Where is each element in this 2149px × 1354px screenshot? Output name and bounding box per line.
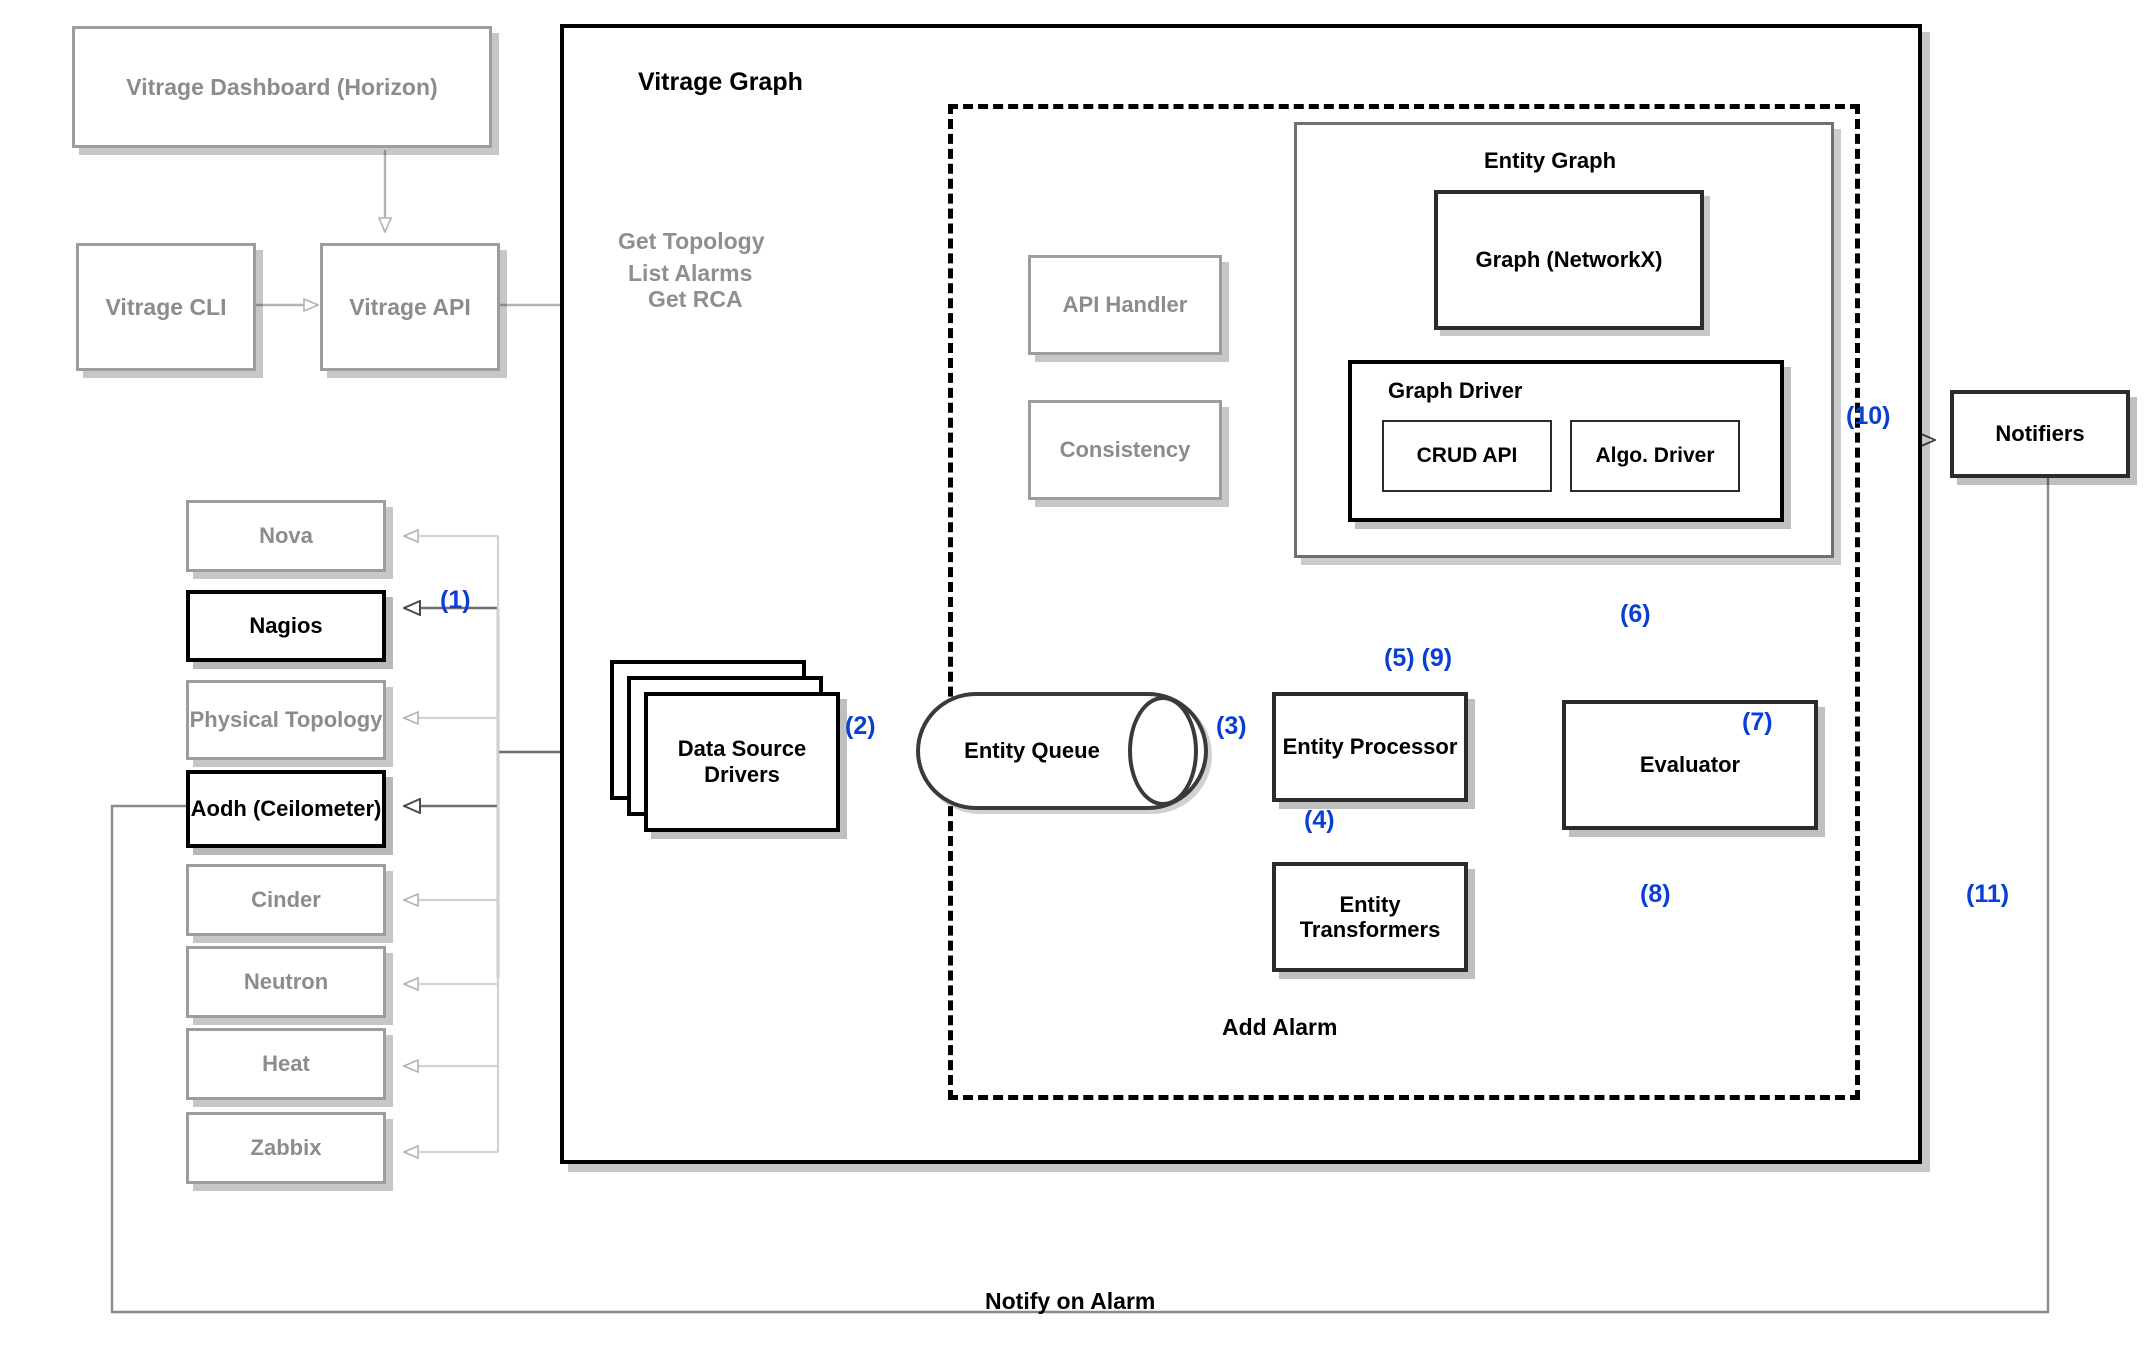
vitrage-cli-label: Vitrage CLI [105, 293, 227, 320]
add-alarm-label: Add Alarm [1222, 1014, 1338, 1040]
vitrage-api-label: Vitrage API [349, 293, 471, 320]
entity-transformers-label: Entity Transformers [1299, 891, 1441, 942]
data-source-drivers-stack[interactable]: Data Source Drivers [610, 660, 840, 840]
evaluator-label: Evaluator [1639, 752, 1741, 778]
algo-driver-label: Algo. Driver [1595, 443, 1715, 467]
consistency-box[interactable]: Consistency [1028, 400, 1222, 500]
vitrage-api-box[interactable]: Vitrage API [320, 243, 500, 371]
datasource-nova-label: Nova [259, 523, 313, 549]
datasource-physical-topology-label: Physical Topology [189, 707, 383, 733]
step-label-3: (3) [1216, 712, 1247, 740]
algo-driver-box[interactable]: Algo. Driver [1570, 420, 1740, 492]
entity-queue-label: Entity Queue [964, 738, 1100, 763]
step-label-10: (10) [1846, 402, 1891, 430]
vitrage-cli-box[interactable]: Vitrage CLI [76, 243, 256, 371]
api-call-get-rca: Get RCA [648, 286, 743, 312]
entity-queue-cap [1128, 696, 1198, 806]
entity-queue-cylinder[interactable]: Entity Queue [916, 692, 1208, 810]
datasource-aodh-label: Aodh (Ceilometer) [190, 796, 382, 822]
step-label-1: (1) [440, 586, 471, 614]
step-label-7: (7) [1742, 708, 1773, 736]
graph-driver-title: Graph Driver [1388, 378, 1523, 403]
api-handler-box[interactable]: API Handler [1028, 255, 1222, 355]
step-label-2: (2) [845, 712, 876, 740]
notifiers-box[interactable]: Notifiers [1950, 390, 2130, 478]
notify-on-alarm-label: Notify on Alarm [985, 1288, 1156, 1314]
step-label-11: (11) [1966, 880, 2010, 908]
evaluator-box[interactable]: Evaluator [1562, 700, 1818, 830]
datasource-physical-topology[interactable]: Physical Topology [186, 680, 386, 760]
api-call-list-alarms: List Alarms [628, 260, 753, 286]
api-call-get-topology: Get Topology [618, 228, 765, 254]
datasource-nagios-label: Nagios [249, 613, 323, 639]
crud-api-label: CRUD API [1416, 443, 1518, 467]
datasource-nova[interactable]: Nova [186, 500, 386, 572]
datasource-aodh[interactable]: Aodh (Ceilometer) [186, 770, 386, 848]
step-label-6: (6) [1620, 600, 1651, 628]
notifiers-label: Notifiers [1995, 421, 2085, 447]
step-label-4: (4) [1304, 806, 1335, 834]
datasource-heat-label: Heat [262, 1051, 310, 1077]
vitrage-dashboard-box[interactable]: Vitrage Dashboard (Horizon) [72, 26, 492, 148]
datasource-cinder[interactable]: Cinder [186, 864, 386, 936]
graph-networkx-label: Graph (NetworkX) [1475, 247, 1663, 273]
entity-processor-label: Entity Processor [1282, 734, 1458, 760]
datasource-nagios[interactable]: Nagios [186, 590, 386, 662]
crud-api-box[interactable]: CRUD API [1382, 420, 1552, 492]
vitrage-dashboard-label: Vitrage Dashboard (Horizon) [126, 73, 438, 100]
vitrage-graph-title: Vitrage Graph [638, 68, 803, 96]
graph-networkx-box[interactable]: Graph (NetworkX) [1434, 190, 1704, 330]
datasource-cinder-label: Cinder [251, 887, 321, 913]
datasource-neutron-label: Neutron [243, 969, 329, 995]
step-label-8: (8) [1640, 880, 1671, 908]
entity-graph-title: Entity Graph [1484, 148, 1617, 173]
data-source-drivers-box[interactable]: Data Source Drivers [644, 692, 840, 832]
data-source-drivers-label: Data Source Drivers [677, 736, 807, 787]
datasource-neutron[interactable]: Neutron [186, 946, 386, 1018]
entity-transformers-box[interactable]: Entity Transformers [1272, 862, 1468, 972]
consistency-label: Consistency [1059, 437, 1191, 463]
datasource-zabbix-label: Zabbix [250, 1135, 322, 1161]
datasource-heat[interactable]: Heat [186, 1028, 386, 1100]
api-handler-label: API Handler [1062, 292, 1188, 318]
step-label-5-9: (5) (9) [1384, 644, 1453, 672]
entity-processor-box[interactable]: Entity Processor [1272, 692, 1468, 802]
processing-boundary-dashed [948, 104, 1860, 1100]
datasource-zabbix[interactable]: Zabbix [186, 1112, 386, 1184]
